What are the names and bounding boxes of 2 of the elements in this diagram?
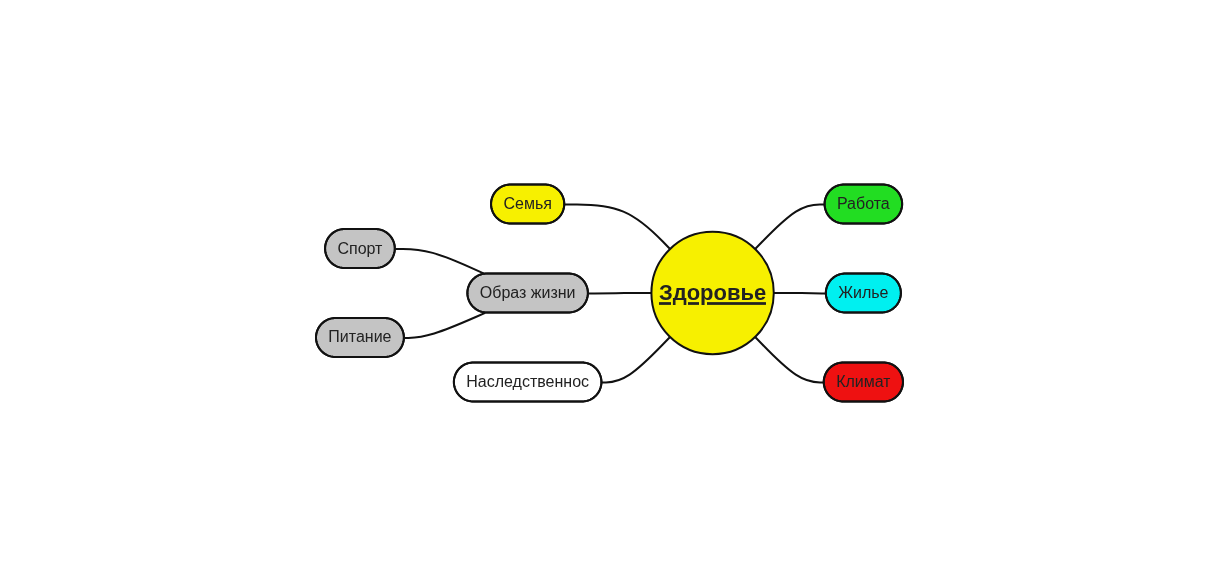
- node-circle: Здоровье: [650, 230, 775, 355]
- connector: [403, 311, 487, 339]
